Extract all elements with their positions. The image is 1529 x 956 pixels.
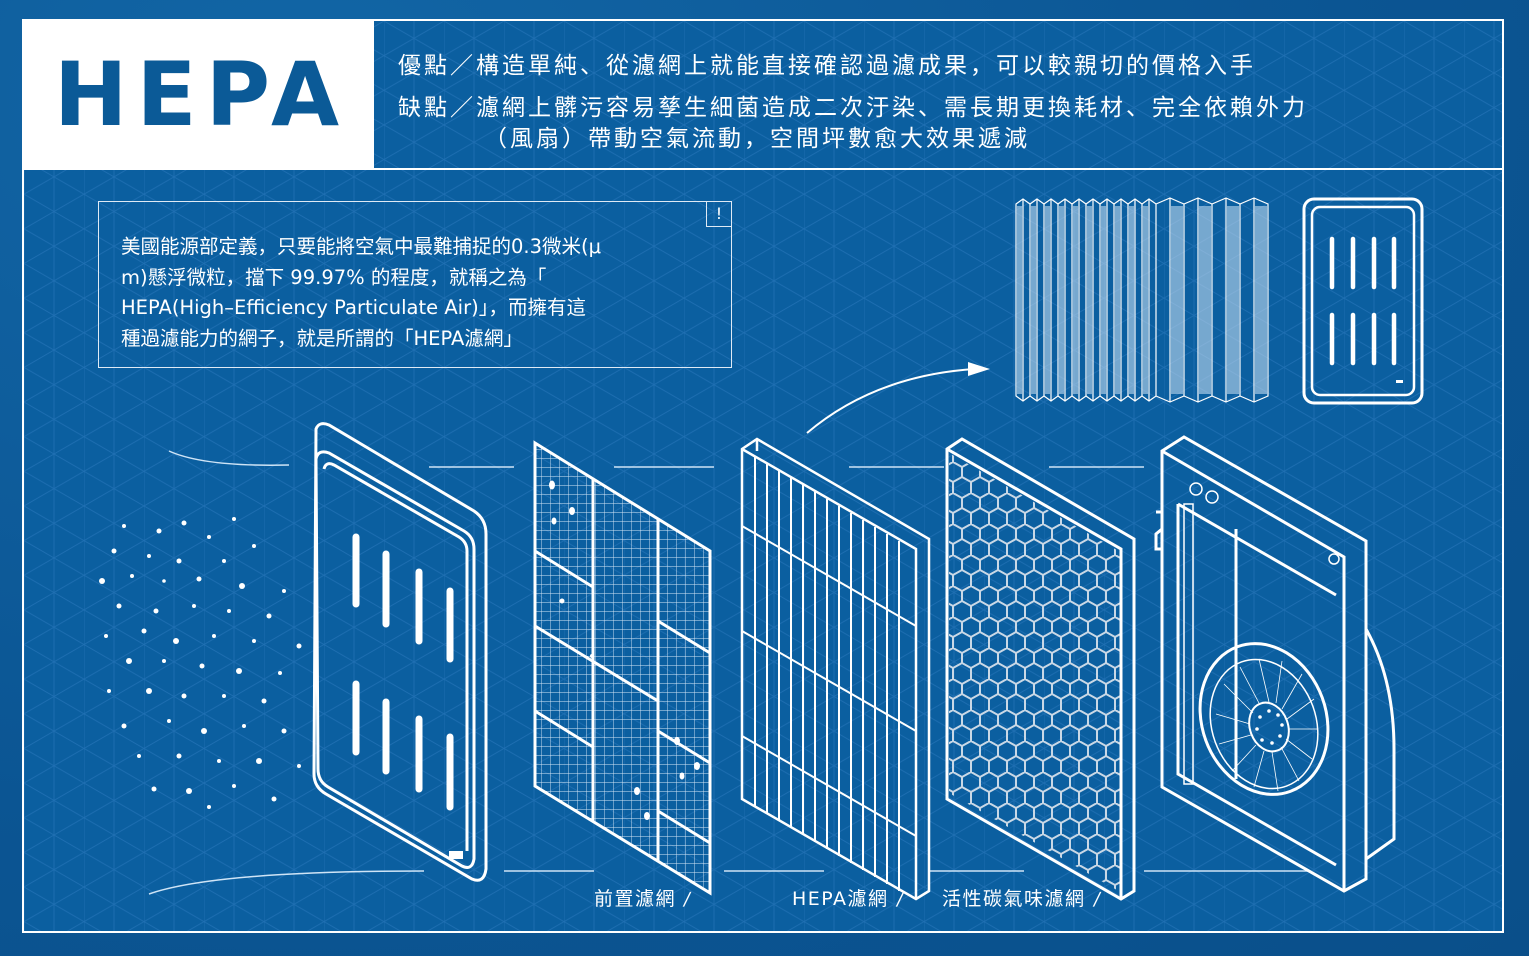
definition-note: ! 美國能源部定義，只要能將空氣中最難捕捉的0.3微米(μ m)懸浮微粒，擋下 …: [98, 201, 732, 368]
definition-line: 美國能源部定義，只要能將空氣中最難捕捉的0.3微米(μ: [121, 235, 602, 258]
pros-text: 優點／構造單純、從濾網上就能直接確認過濾成果，可以較親切的價格入手: [398, 53, 1256, 79]
exclamation-icon: !: [706, 201, 732, 227]
page-title: HEPA: [53, 43, 349, 146]
carbon-honeycomb-filter-icon: [945, 437, 1136, 901]
component-labels: 前置濾網/ HEPA濾網/ 活性碳氣味濾網/: [24, 884, 1502, 912]
infographic-frame: HEPA 優點／構造單純、從濾網上就能直接確認過濾成果，可以較親切的價格入手 缺…: [22, 19, 1504, 933]
definition-line: m)懸浮微粒，擋下 99.97% 的程度，就稱之為「: [121, 265, 547, 289]
label-slash: /: [682, 889, 694, 910]
cons-line-2: （風扇）帶動空氣流動，空間坪數愈大效果遞減: [484, 126, 1030, 152]
label-text: 活性碳氣味濾網: [942, 888, 1086, 910]
pre-filter-mesh-icon: [533, 440, 712, 896]
definition-line: HEPA(High–Efficiency Particulate Air)」，而…: [121, 296, 586, 319]
isometric-grid: [24, 21, 1502, 931]
purifier-fan-housing-icon: [1154, 435, 1396, 893]
cons-text: 缺點／濾網上髒污容易孳生細菌造成二次汙染、需長期更換耗材、完全依賴外力 （風扇）…: [398, 93, 1308, 155]
header-divider: [372, 21, 374, 168]
curved-arrow-icon: [806, 362, 990, 434]
vented-cover-detail-icon: [1302, 197, 1424, 405]
label-carbon-filter: 活性碳氣味濾網/: [942, 884, 1103, 911]
pleated-media-detail-icon: [1015, 197, 1269, 403]
label-pre-filter: 前置濾網/: [594, 884, 694, 911]
label-slash: /: [894, 889, 906, 910]
hepa-pleated-filter-icon: [740, 437, 931, 901]
title-box: HEPA: [24, 21, 372, 168]
definition-line: 種過濾能力的網子，就是所謂的「HEPA濾網」: [121, 326, 523, 350]
definition-text: 美國能源部定義，只要能將空氣中最難捕捉的0.3微米(μ m)懸浮微粒，擋下 99…: [121, 232, 701, 354]
cons-line-1: 缺點／濾網上髒污容易孳生細菌造成二次汙染、需長期更換耗材、完全依賴外力: [398, 95, 1308, 121]
dust-particles: [99, 517, 302, 809]
label-hepa-filter: HEPA濾網/: [792, 884, 906, 911]
airflow-lines: [148, 450, 1309, 895]
label-slash: /: [1091, 889, 1103, 910]
front-cover-panel-icon: [312, 422, 488, 882]
label-text: 前置濾網: [594, 888, 677, 910]
header-bottom-divider: [24, 168, 1502, 170]
label-text: HEPA濾網: [792, 888, 889, 910]
